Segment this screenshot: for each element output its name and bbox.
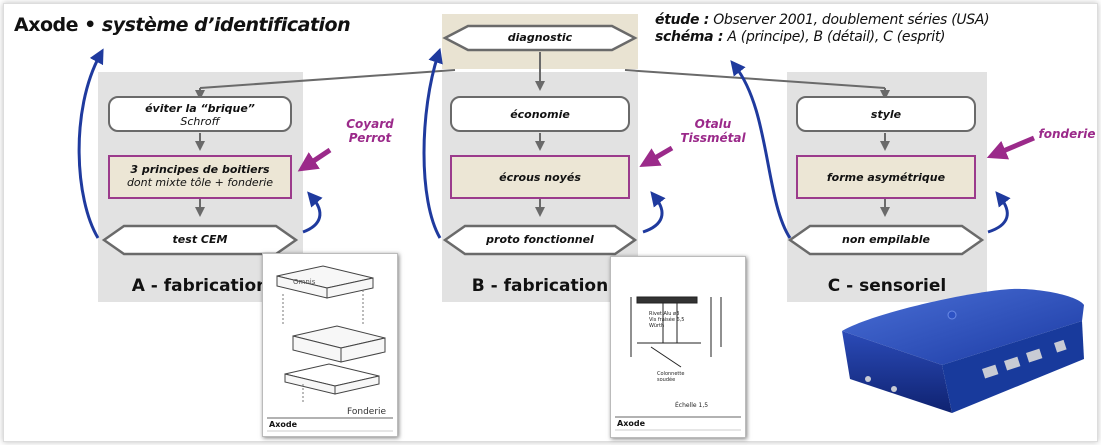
column-b-label: B - fabrication bbox=[471, 276, 609, 296]
diamond-a bbox=[101, 224, 299, 256]
page-title: Axode • système d’identification bbox=[14, 14, 351, 36]
box-c-mid: forme asymétrique bbox=[796, 155, 976, 199]
doc-b-brand: Axode bbox=[617, 419, 646, 428]
note-b: Otalu Tissmétal bbox=[680, 117, 746, 145]
note-c: fonderie bbox=[1038, 127, 1096, 141]
diagnostic-shape bbox=[442, 24, 638, 52]
note-arrow-c bbox=[986, 135, 1035, 160]
column-a-label: A - fabrication bbox=[131, 276, 269, 296]
box-b-top: économie bbox=[450, 96, 630, 132]
doc-a-caption: Fonderie bbox=[347, 407, 387, 417]
diagnostic-label: diagnostic bbox=[507, 31, 573, 44]
feedback-c-big bbox=[730, 60, 792, 239]
diamond-c bbox=[787, 224, 985, 256]
logo-a: Omnis bbox=[293, 278, 316, 286]
diamond-b-label: proto fonctionnel bbox=[486, 233, 594, 246]
feedback-b-big bbox=[422, 47, 443, 239]
note-arrow-b bbox=[639, 145, 674, 168]
study-info: étude : Observer 2001, doublement séries… bbox=[655, 12, 990, 45]
feedback-a-small bbox=[302, 191, 323, 234]
note-a: Coyard Perrot bbox=[346, 117, 394, 145]
doc-a-brand: Axode bbox=[269, 420, 298, 429]
feedback-c-small bbox=[987, 191, 1011, 234]
diamond-c-label: non empilable bbox=[842, 233, 930, 246]
box-b-mid: écrous noyés bbox=[450, 155, 630, 199]
branch-left bbox=[199, 69, 456, 89]
doc-b-caption: Échelle 1,5 bbox=[675, 401, 708, 409]
feedback-a-big bbox=[77, 48, 104, 239]
column-c-label: C - sensoriel bbox=[827, 276, 947, 296]
box-c-top: style bbox=[796, 96, 976, 132]
branch-right bbox=[624, 69, 886, 89]
document-a: Omnis Fonderie Axode bbox=[262, 253, 398, 437]
diamond-b bbox=[442, 224, 638, 256]
feedback-b-small bbox=[642, 191, 666, 234]
blue-enclosure-image bbox=[842, 288, 1084, 413]
diamond-a-label: test CEM bbox=[172, 233, 228, 246]
slide-frame bbox=[3, 3, 1098, 442]
exploded-enclosure-drawing: Omnis Fonderie Axode bbox=[267, 265, 393, 432]
box-a-top: éviter la “brique”Schroff bbox=[108, 96, 292, 132]
note-arrow-a bbox=[297, 147, 332, 172]
